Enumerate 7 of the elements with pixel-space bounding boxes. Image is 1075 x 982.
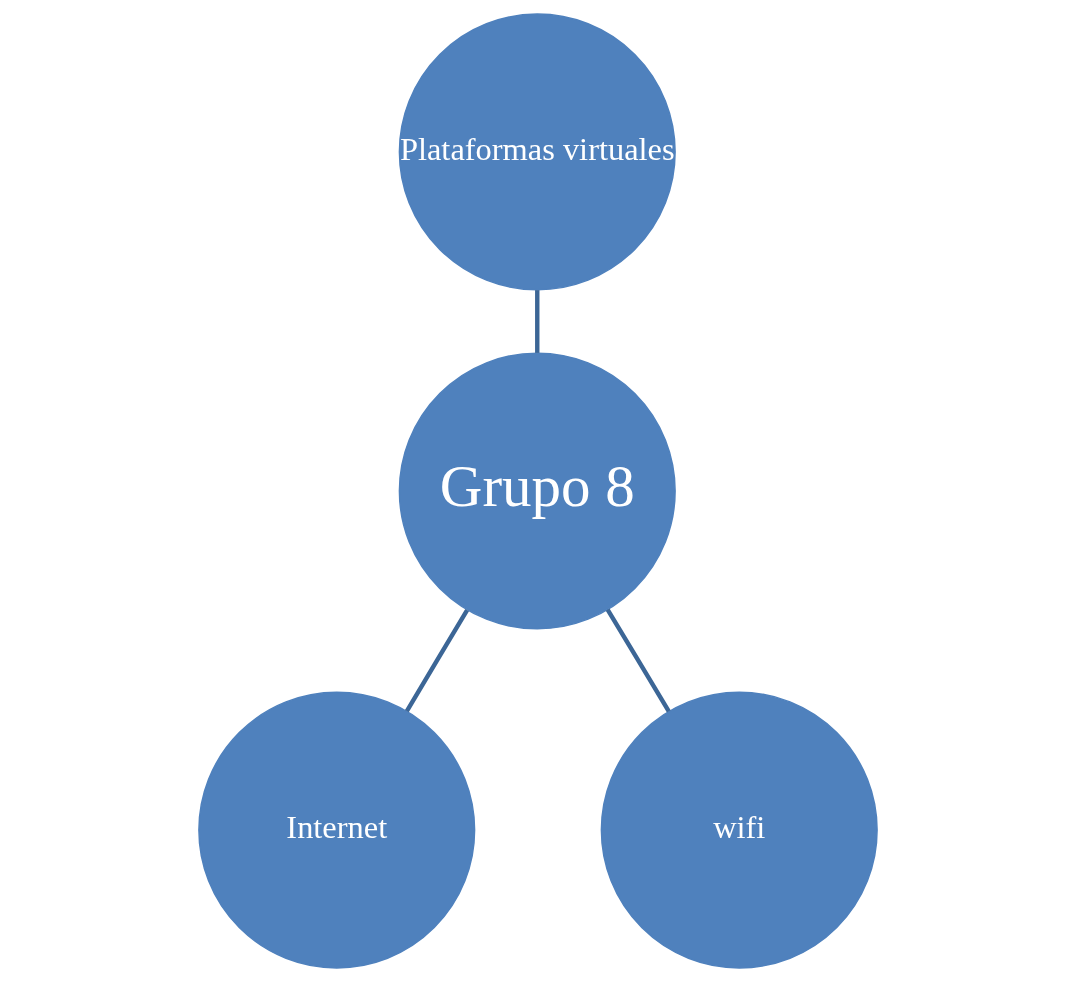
node-circle: wifi [600, 691, 878, 969]
connector [605, 608, 671, 713]
node-circle: Grupo 8 [398, 352, 676, 630]
node-circle: Internet [197, 691, 475, 969]
connector [404, 608, 469, 713]
node-circle: Plataformas virtuales [398, 13, 676, 291]
connector [534, 290, 539, 353]
